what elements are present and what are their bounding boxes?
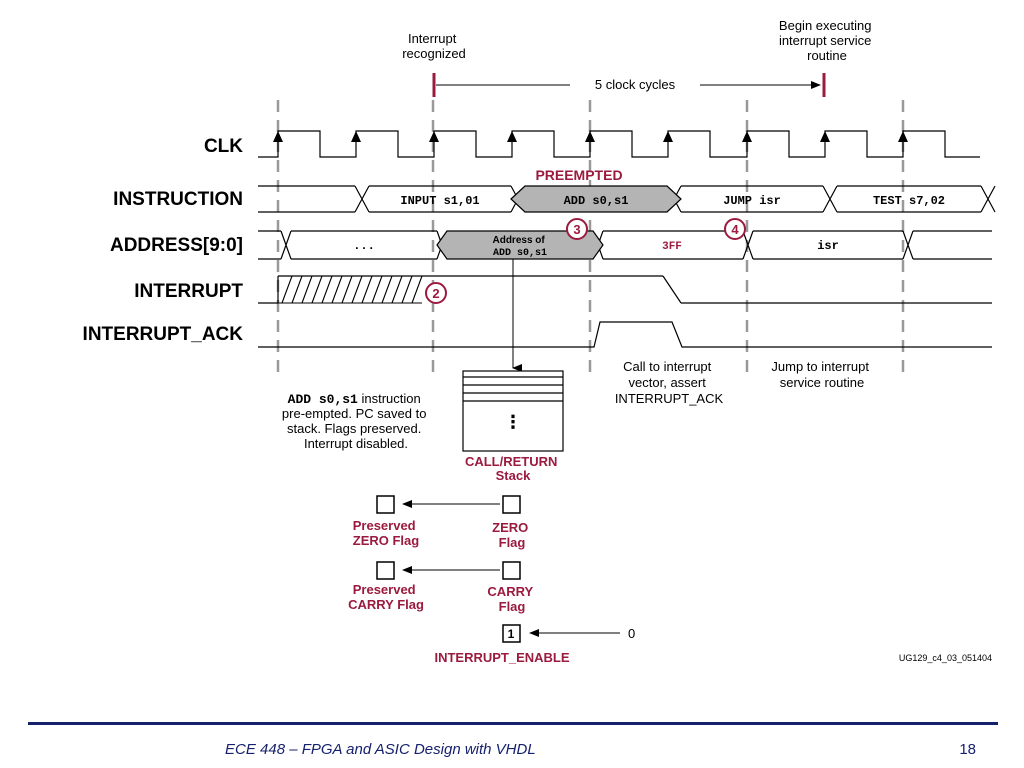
call-return-stack bbox=[462, 370, 564, 452]
clk-waveform bbox=[258, 130, 980, 158]
address-3ff: 3FF bbox=[662, 241, 682, 253]
address-label: ADDRESS[9:0] bbox=[110, 235, 243, 256]
footer-course-title: ECE 448 – FPGA and ASIC Design with VHDL bbox=[225, 741, 536, 758]
preempted-instruction-slot bbox=[510, 185, 682, 213]
interrupt-enable-box bbox=[502, 624, 521, 643]
interrupt-waveform bbox=[258, 275, 992, 304]
address-bus bbox=[258, 230, 992, 260]
interrupt-enable-value: 1 bbox=[508, 627, 515, 641]
svg-text:4: 4 bbox=[731, 222, 739, 237]
preserved-zero-box bbox=[376, 495, 395, 514]
preempt-note: ADD s0,s1 instruction pre-empted. PC sav… bbox=[282, 391, 430, 451]
marker-4: 4 bbox=[724, 218, 746, 240]
preserved-zero-label: Preserved ZERO Flag bbox=[353, 518, 420, 548]
zero-flag-label: ZERO Flag bbox=[492, 520, 532, 550]
marker-3: 3 bbox=[566, 218, 588, 240]
clk-label: CLK bbox=[204, 136, 243, 157]
marker-2: 2 bbox=[425, 282, 447, 304]
instruction-label: INSTRUCTION bbox=[113, 189, 243, 210]
clk-rising-edge-arrows bbox=[273, 131, 908, 142]
interrupt-enable-label: INTERRUPT_ENABLE bbox=[434, 650, 569, 665]
call-vector-note: Call to interrupt vector, assert INTERRU… bbox=[615, 359, 724, 406]
address-of-add-slot bbox=[436, 230, 604, 260]
svg-text:2: 2 bbox=[432, 286, 439, 301]
address-isr: isr bbox=[817, 239, 839, 253]
instruction-test: TEST s7,02 bbox=[873, 194, 945, 208]
interrupt-ack-waveform bbox=[258, 321, 992, 348]
footer-rule bbox=[28, 722, 998, 725]
interrupt-ack-label: INTERRUPT_ACK bbox=[83, 324, 244, 345]
svg-text:3: 3 bbox=[573, 222, 580, 237]
preserved-carry-box bbox=[376, 561, 395, 580]
interrupt-enable-input: 0 bbox=[628, 626, 635, 641]
stack-dots: ⋮ bbox=[504, 412, 522, 433]
interrupt-label: INTERRUPT bbox=[134, 281, 243, 302]
address-of-add: Address of ADD s0,s1 bbox=[492, 235, 547, 259]
preempted-label: PREEMPTED bbox=[535, 167, 622, 183]
address-ellipsis: ... bbox=[353, 239, 375, 253]
stack-label: CALL/RETURN Stack bbox=[465, 454, 561, 483]
page-number: 18 bbox=[959, 741, 976, 758]
instruction-add: ADD s0,s1 bbox=[564, 194, 629, 208]
interrupt-async-hatch bbox=[278, 275, 423, 304]
figure-id: UG129_c4_03_051404 bbox=[899, 653, 992, 663]
carry-flag-label: CARRY Flag bbox=[487, 584, 536, 614]
instruction-input: INPUT s1,01 bbox=[400, 194, 479, 208]
zero-flag-box bbox=[502, 495, 521, 514]
clock-cycles-label: 5 clock cycles bbox=[595, 77, 676, 92]
timing-diagram: Interrupt recognized Begin executing int… bbox=[83, 18, 996, 665]
jump-isr-note: Jump to interrupt service routine bbox=[771, 359, 872, 390]
carry-flag-box bbox=[502, 561, 521, 580]
interrupt-recognized-label: Interrupt recognized bbox=[402, 31, 466, 61]
begin-isr-label: Begin executing interrupt service routin… bbox=[779, 18, 875, 63]
preserved-carry-label: Preserved CARRY Flag bbox=[348, 582, 424, 612]
instruction-jump: JUMP isr bbox=[723, 194, 781, 208]
flag-boxes bbox=[376, 495, 521, 643]
